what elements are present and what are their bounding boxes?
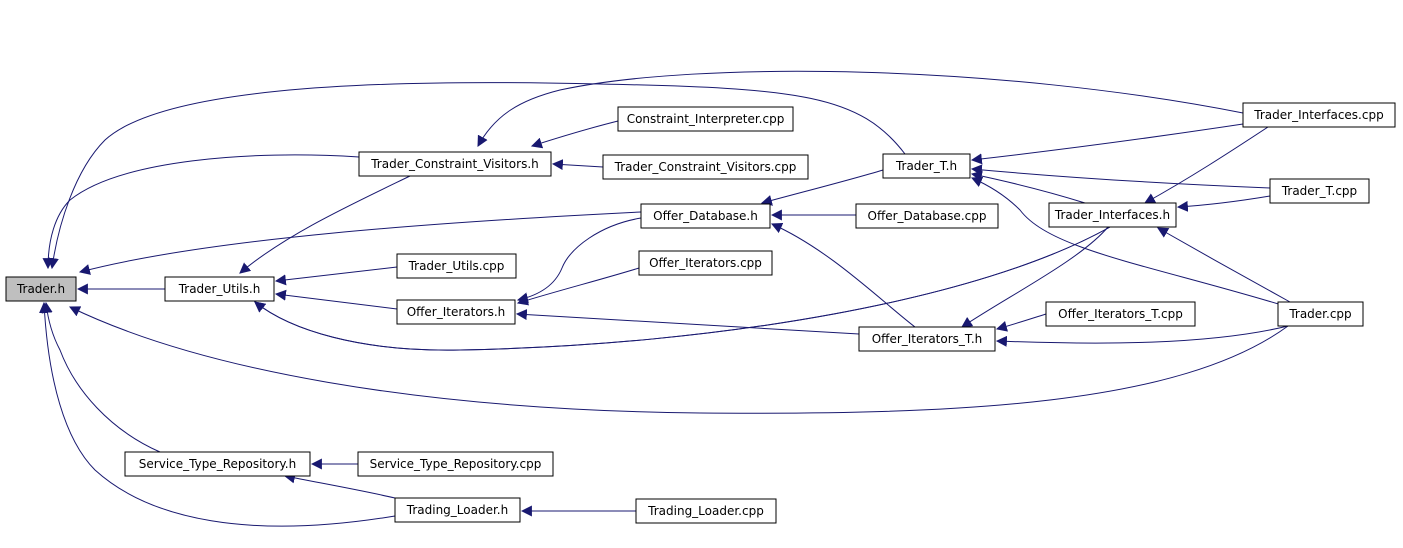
node-trader-t-cpp[interactable]: Trader_T.cpp — [1269, 178, 1370, 204]
node-label: Trader_Utils.h — [178, 282, 261, 296]
node-label: Offer_Database.h — [653, 209, 758, 223]
edge-trader-interfaces-h-to-trader-t-h — [970, 170, 1086, 204]
edge-layer — [39, 70, 1291, 527]
edge-trading-loader-h-to-trader-h — [39, 301, 396, 527]
node-trader-constraint-visitors-h[interactable]: Trader_Constraint_Visitors.h — [358, 151, 552, 177]
node-label: Offer_Iterators_T.h — [872, 332, 983, 346]
node-box — [5, 276, 77, 302]
node-layer: Trader.h Trader_Utils.h Trader_Constraint_… — [5, 102, 1396, 524]
node-offer-iterators-cpp[interactable]: Offer_Iterators.cpp — [638, 250, 773, 276]
node-label: Constraint_Interpreter.cpp — [627, 112, 785, 126]
edge-trader-interfaces-cpp-to-trader-interfaces-h — [1144, 126, 1269, 204]
edge-tcv-h-to-trader-h — [42, 154, 360, 270]
node-box — [635, 498, 777, 524]
node-trader-utils-h[interactable]: Trader_Utils.h — [164, 276, 275, 302]
edge-trader-cpp-to-trader-interfaces-h — [1157, 227, 1291, 303]
node-label: Offer_Iterators.h — [407, 305, 506, 319]
node-label: Trader_Interfaces.cpp — [1253, 108, 1383, 122]
node-box — [396, 253, 517, 279]
node-trader-t-h[interactable]: Trader_T.h — [882, 153, 971, 179]
node-label: Trader_T.h — [895, 159, 957, 173]
node-box — [396, 299, 516, 325]
edge-trader-t-h-to-offer-database-h — [760, 169, 884, 206]
node-label: Service_Type_Repository.h — [139, 457, 296, 471]
node-trader-utils-cpp[interactable]: Trader_Utils.cpp — [396, 253, 517, 279]
node-label: Service_Type_Repository.cpp — [370, 457, 542, 471]
node-box — [1277, 301, 1364, 327]
node-trader-cpp[interactable]: Trader.cpp — [1277, 301, 1364, 327]
edge-trading-loader-h-to-str-h — [283, 472, 396, 499]
edge-trader-interfaces-cpp-to-tcv-h — [477, 70, 1244, 147]
edge-tcv-h-to-trader-utils-h — [239, 175, 411, 274]
edge-ci-cpp-to-tcv-h — [530, 120, 619, 149]
node-label: Trader_Utils.cpp — [408, 259, 505, 273]
node-label: Trading_Loader.h — [406, 503, 508, 517]
node-label: Trader_Constraint_Visitors.h — [370, 157, 539, 171]
edge-trader-t-cpp-to-trader-interfaces-h — [1176, 195, 1271, 212]
edge-trader-t-cpp-to-trader-t-h — [970, 164, 1271, 189]
node-label: Trader_T.cpp — [1281, 184, 1357, 198]
node-box — [602, 154, 809, 180]
node-box — [617, 106, 794, 132]
node-trading-loader-h[interactable]: Trading_Loader.h — [394, 497, 521, 523]
node-box — [1045, 301, 1196, 327]
node-label: Offer_Iterators_T.cpp — [1058, 307, 1183, 321]
node-service-type-repository-h[interactable]: Service_Type_Repository.h — [124, 451, 311, 477]
node-box — [858, 326, 996, 352]
node-box — [357, 451, 554, 477]
edge-offer-database-h-to-trader-h — [78, 211, 642, 275]
node-offer-iterators-t-cpp[interactable]: Offer_Iterators_T.cpp — [1045, 301, 1196, 327]
node-box — [640, 203, 771, 229]
node-trader-interfaces-cpp[interactable]: Trader_Interfaces.cpp — [1242, 102, 1396, 128]
node-trader-interfaces-h[interactable]: Trader_Interfaces.h — [1048, 202, 1177, 228]
node-label: Trader.cpp — [1288, 307, 1351, 321]
node-box — [638, 250, 773, 276]
node-service-type-repository-cpp[interactable]: Service_Type_Repository.cpp — [357, 451, 554, 477]
edge-str-h-to-trader-h — [41, 301, 161, 453]
edge-offer-iterators-t-h-to-offer-iterators-h — [515, 309, 860, 335]
edge-offer-iterators-h-to-trader-utils-h — [274, 289, 398, 310]
node-trader-constraint-visitors-cpp[interactable]: Trader_Constraint_Visitors.cpp — [602, 154, 809, 180]
edge-tcv-cpp-to-tcv-h — [551, 159, 604, 171]
edge-trader-cpp-to-trader-t-h — [970, 176, 1286, 307]
edge-offer-iterators-t-h-to-offer-database-h — [770, 223, 916, 328]
node-box — [855, 203, 999, 229]
node-box — [164, 276, 275, 302]
edge-trader-utils-cpp-to-trader-utils-h — [274, 266, 398, 286]
node-label: Offer_Database.cpp — [868, 209, 987, 223]
node-trader-h[interactable]: Trader.h — [5, 276, 77, 302]
node-trading-loader-cpp[interactable]: Trading_Loader.cpp — [635, 498, 777, 524]
edge-trader-t-h-to-trader-h — [47, 82, 906, 270]
edge-trader-interfaces-h-to-trader-utils-h — [254, 226, 1111, 351]
node-box — [358, 151, 552, 177]
node-label: Trader_Interfaces.h — [1054, 208, 1170, 222]
edge-offer-database-h-to-offer-iterators-h — [516, 217, 642, 304]
edge-trader-cpp-to-trader-h — [69, 306, 1289, 414]
node-box — [882, 153, 971, 179]
node-offer-database-h[interactable]: Offer_Database.h — [640, 203, 771, 229]
node-label: Trader.h — [16, 282, 65, 296]
node-box — [1242, 102, 1396, 128]
edge-trader-interfaces-h-to-offer-iterators-t-h — [961, 226, 1109, 328]
node-label: Offer_Iterators.cpp — [649, 256, 762, 270]
node-label: Trading_Loader.cpp — [647, 504, 764, 518]
node-offer-database-cpp[interactable]: Offer_Database.cpp — [855, 203, 999, 229]
node-offer-iterators-h[interactable]: Offer_Iterators.h — [396, 299, 516, 325]
node-box — [394, 497, 521, 523]
node-box — [124, 451, 311, 477]
node-label: Trader_Constraint_Visitors.cpp — [614, 160, 797, 174]
edge-offer-iterators-t-cpp-to-offer-iterators-t-h — [995, 313, 1047, 332]
node-constraint-interpreter-cpp[interactable]: Constraint_Interpreter.cpp — [617, 106, 794, 132]
edge-trader-cpp-to-offer-iterators-t-h — [995, 325, 1289, 347]
node-box — [1269, 178, 1370, 204]
edge-trader-interfaces-cpp-to-trader-t-h — [970, 123, 1244, 165]
edge-offer-iterators-cpp-to-offer-iterators-h — [516, 267, 640, 306]
node-box — [1048, 202, 1177, 228]
node-offer-iterators-t-h[interactable]: Offer_Iterators_T.h — [858, 326, 996, 352]
